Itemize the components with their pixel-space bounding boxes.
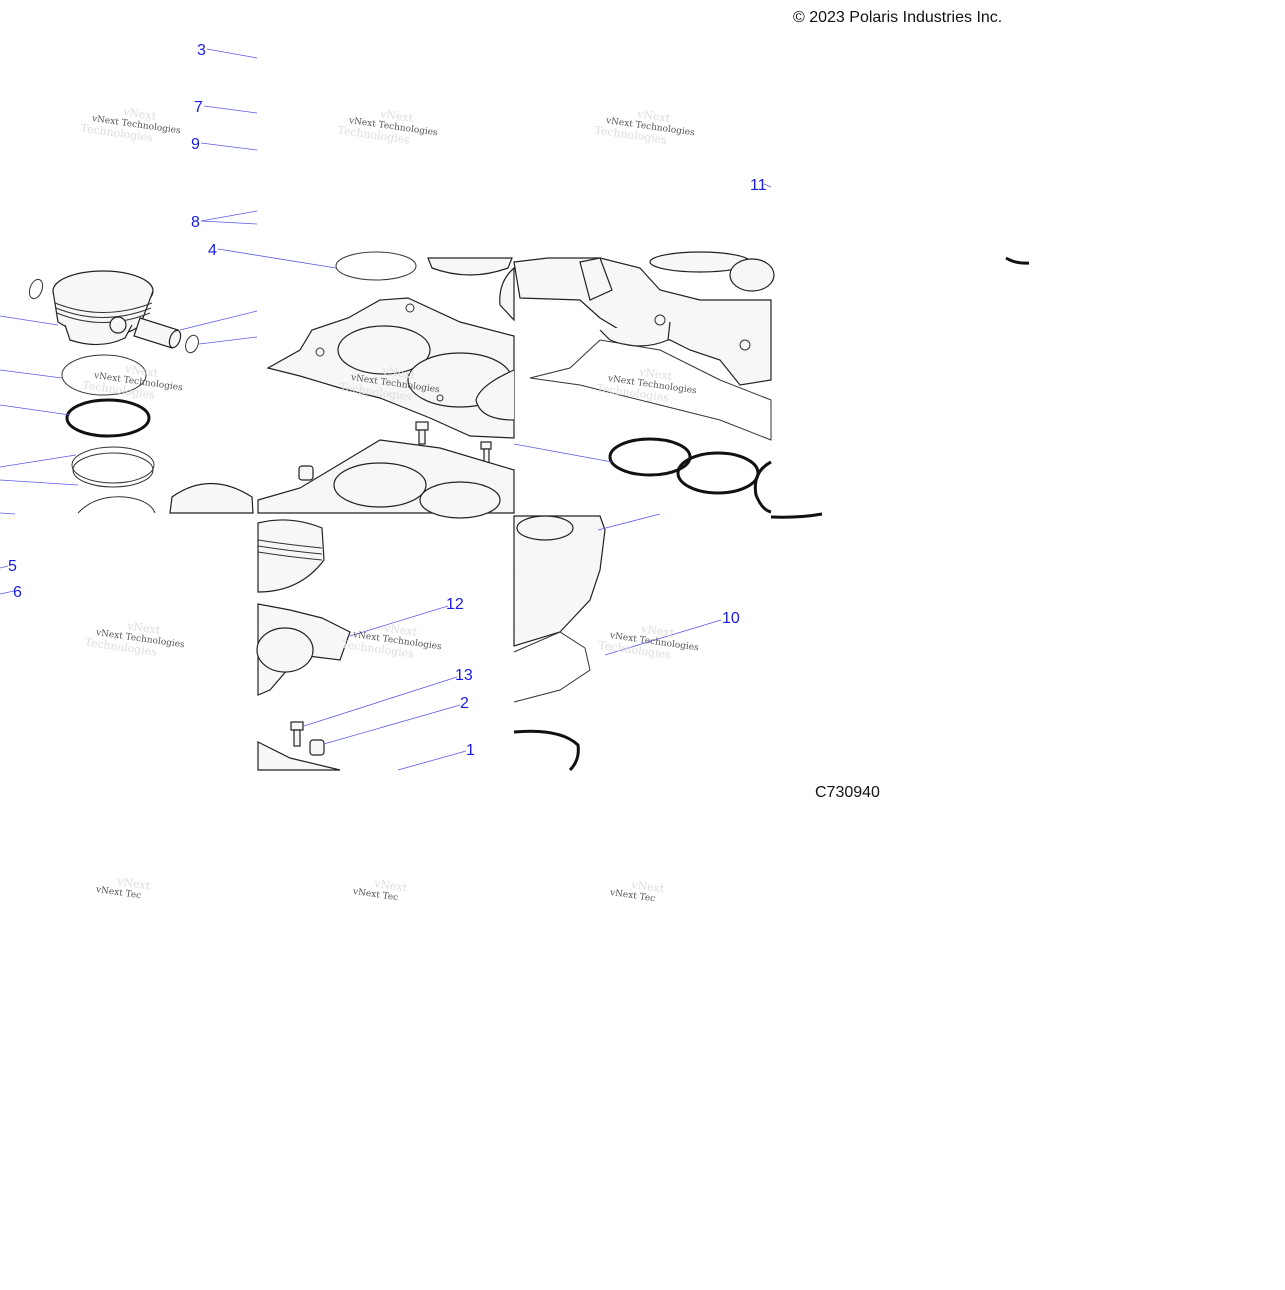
callout-6: 6 xyxy=(13,584,22,601)
cylinder-o-ring-set xyxy=(608,437,772,514)
svg-text:vNext: vNext xyxy=(639,622,675,640)
piston-pin-clip-left xyxy=(28,278,44,300)
callout-8: 8 xyxy=(191,214,200,231)
oil-ring-rail-lower xyxy=(72,452,154,488)
callout-4: 4 xyxy=(208,242,217,259)
o-ring-lower xyxy=(513,729,580,772)
piston-lower xyxy=(257,519,325,593)
parts-artwork xyxy=(28,251,1030,772)
watermark-8: vNext vNext Technologies Technologies xyxy=(341,621,443,660)
watermark-1: vNext vNext Technologies Technologies xyxy=(80,105,182,144)
cylinder-base-gasket xyxy=(529,339,772,441)
callout-3: 3 xyxy=(197,42,206,59)
cylinder-block-lower xyxy=(257,439,515,519)
piston-ring-second xyxy=(65,398,151,438)
svg-text:vNext: vNext xyxy=(123,362,159,380)
callout-7: 7 xyxy=(194,99,203,116)
piston-secondary-top xyxy=(169,482,254,514)
callout-9: 9 xyxy=(191,136,200,153)
svg-text:vNext: vNext xyxy=(378,107,414,125)
cylinder-block xyxy=(513,251,775,386)
cylinder-base-gasket-lower xyxy=(513,631,591,703)
svg-text:vNext: vNext xyxy=(116,875,152,893)
svg-text:vNext: vNext xyxy=(382,621,418,639)
svg-text:vNext: vNext xyxy=(125,619,161,637)
callout-12: 12 xyxy=(446,596,464,613)
watermark-3: vNext vNext Technologies Technologies xyxy=(594,107,696,146)
cylinder-head-gasket-lower xyxy=(256,603,351,696)
piston xyxy=(52,270,154,346)
callout-11: 11 xyxy=(750,177,767,194)
svg-text:vNext: vNext xyxy=(380,364,416,382)
cylinder-sleeve xyxy=(513,515,606,647)
dowel-pin-upper xyxy=(298,465,314,481)
svg-text:vNext: vNext xyxy=(635,107,671,125)
cylinder-block-lower-partial xyxy=(257,741,341,771)
head-bolt-lower xyxy=(290,721,304,747)
svg-text:vNext: vNext xyxy=(637,365,673,383)
leader-lines xyxy=(0,48,772,771)
piston-ring-top xyxy=(61,354,147,396)
callout-13: 13 xyxy=(455,667,473,684)
watermark-11: vNext vNext Tec xyxy=(351,877,409,903)
oil-ring-rail-upper xyxy=(71,446,155,484)
oil-ring-partial xyxy=(77,496,156,514)
watermark-9: vNext vNext Technologies Technologies xyxy=(598,622,700,661)
cylinder-head-gasket xyxy=(266,297,515,439)
piston-pin-clip-right xyxy=(185,334,199,354)
watermark-7: vNext vNext Technologies Technologies xyxy=(84,619,186,658)
svg-text:vNext: vNext xyxy=(630,878,666,896)
cylinder-head-o-ring xyxy=(335,251,417,281)
callout-labels: 3 7 9 8 4 11 5 6 12 10 13 2 1 xyxy=(8,42,767,759)
dowel-pin-lower xyxy=(309,739,325,756)
o-ring-arc-right xyxy=(770,512,823,519)
watermark-10: vNext vNext Tec xyxy=(94,875,152,901)
head-bolt-upper xyxy=(415,421,429,445)
svg-text:vNext: vNext xyxy=(373,877,409,895)
copyright-notice: © 2023 Polaris Industries Inc. xyxy=(793,9,1003,26)
piston-partial-upper-right xyxy=(427,257,513,276)
callout-2: 2 xyxy=(460,695,469,712)
svg-text:vNext: vNext xyxy=(121,105,157,123)
piston-partial-far-right xyxy=(499,266,515,322)
watermark-12: vNext vNext Tec xyxy=(608,878,666,904)
watermark-4: vNext vNext Technologies Technologies xyxy=(82,362,184,401)
diagram-id: C730940 xyxy=(815,784,880,801)
callout-10: 10 xyxy=(722,610,740,627)
o-ring-arc-far-right xyxy=(1005,256,1030,265)
callout-5: 5 xyxy=(8,558,17,575)
watermark-2: vNext vNext Technologies Technologies xyxy=(337,107,439,146)
callout-1: 1 xyxy=(466,742,475,759)
piston-pin xyxy=(133,317,182,349)
watermark-6: vNext vNext Technologies Technologies xyxy=(596,365,698,404)
